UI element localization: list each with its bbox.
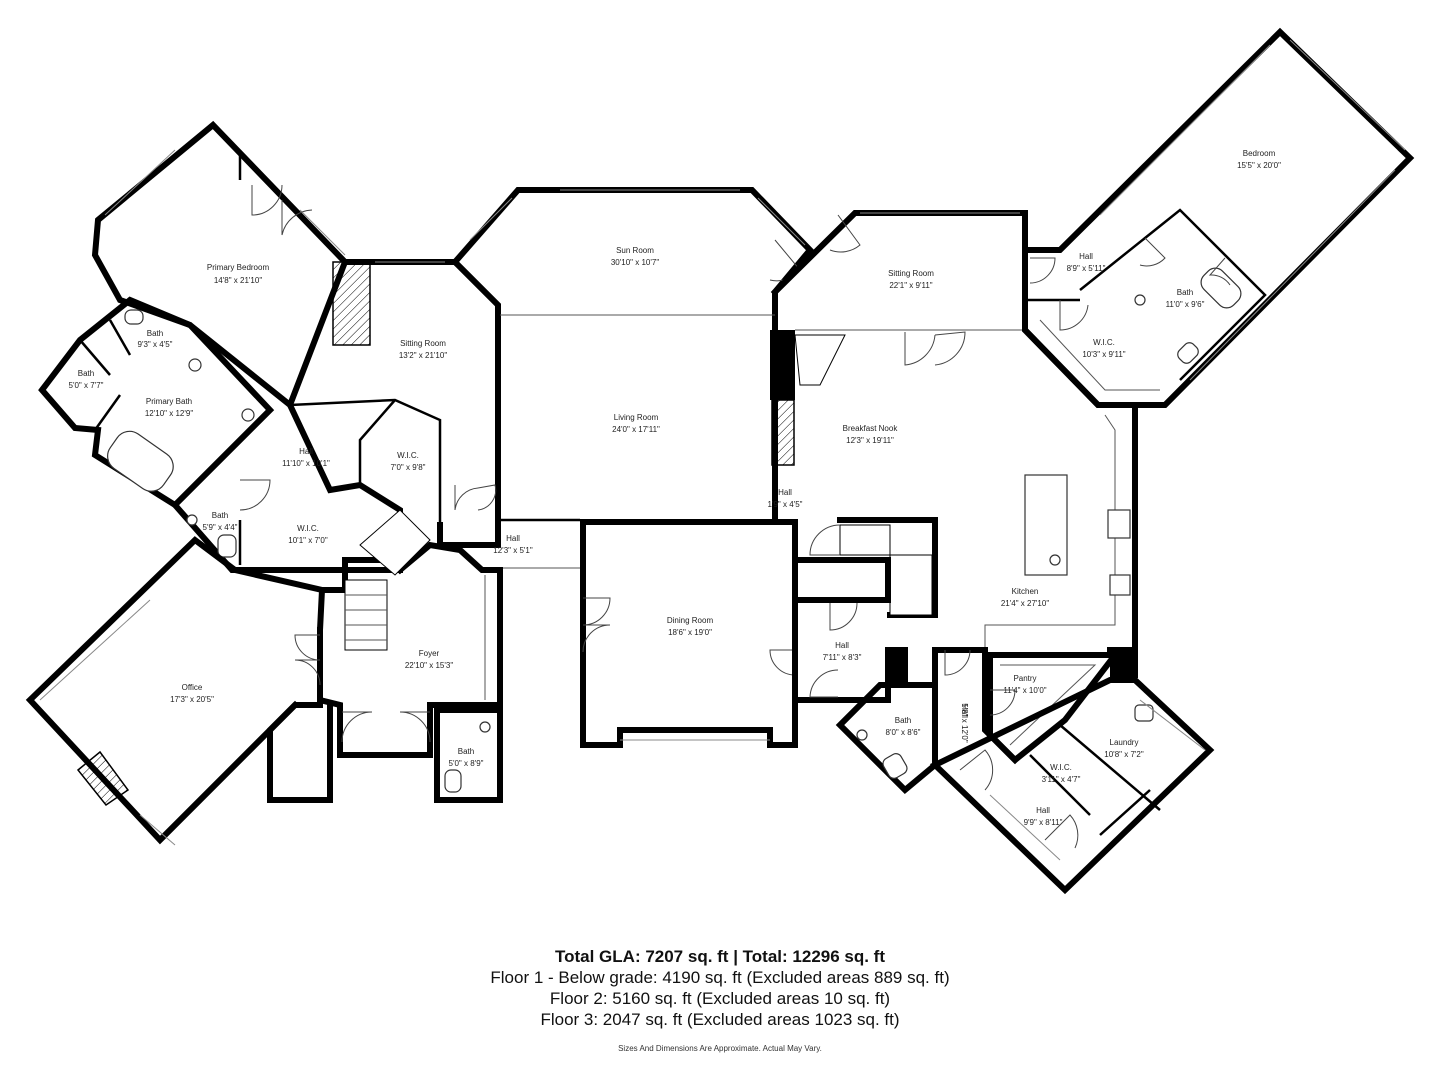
room-name: Hall (299, 447, 313, 456)
foyer-block (267, 509, 503, 803)
pantry-block (932, 647, 1138, 765)
room-name: Primary Bath (146, 397, 192, 406)
room-name: Bath (895, 716, 911, 725)
room-name: Bath (147, 329, 163, 338)
room-name: W.I.C. (297, 524, 319, 533)
area-summary: Total GLA: 7207 sq. ft | Total: 12296 sq… (0, 946, 1440, 1053)
room-name: Bath (78, 369, 94, 378)
room-dimension: 11'4" x 10'0" (1003, 686, 1046, 695)
east-block (770, 210, 1138, 653)
room-dimension: 21'4" x 27'10" (1001, 599, 1049, 608)
room-dimension: 5'8" x 12'0" (960, 703, 969, 743)
office-wing (25, 536, 326, 846)
room-dimension: 17'3" x 20'5" (170, 695, 214, 704)
room-dimension: 1'9" x 4'5" (768, 500, 803, 509)
floor-plan: Primary Bedroom 14'8" x 21'10" Sitting R… (25, 27, 1415, 895)
ne-bedroom-wing (1022, 27, 1415, 408)
room-dimension: 12'3" x 19'11" (846, 436, 894, 445)
room-dimension: 5'9" x 4'4" (203, 523, 238, 532)
room-name: Sitting Room (888, 269, 934, 278)
room-dimension: 10'3" x 9'11" (1082, 350, 1125, 359)
room-dimension: 8'0" x 8'6" (886, 728, 921, 737)
sitting-room-west-walls (289, 259, 501, 525)
room-dimension: 14'8" x 21'10" (214, 276, 262, 285)
room-name: Sitting Room (400, 339, 446, 348)
laundry-block (929, 677, 1215, 895)
total-area: Total GLA: 7207 sq. ft | Total: 12296 sq… (554, 947, 886, 966)
room-name: Pantry (1013, 674, 1036, 683)
kitchen-hall-block (792, 597, 938, 795)
room-dimension: 3'11" x 4'7" (1042, 775, 1081, 784)
room-name: Office (182, 683, 203, 692)
room-dimension: 5'0" x 8'9" (449, 759, 484, 768)
room-name: Primary Bedroom (207, 263, 270, 272)
room-dimension: 22'10" x 15'3" (405, 661, 453, 670)
room-name: Hall (835, 641, 849, 650)
primary-bath-area (38, 296, 275, 509)
disclaimer: Sizes And Dimensions Are Approximate. Ac… (618, 1044, 822, 1053)
room-dimension: 7'11" x 8'3" (823, 653, 862, 662)
room-dimension: 7'0" x 9'8" (391, 463, 426, 472)
room-name: W.I.C. (1050, 763, 1072, 772)
room-dimension: 5'0" x 7'7" (69, 381, 104, 390)
primary-bedroom-wing (91, 120, 349, 410)
room-name: Living Room (614, 413, 659, 422)
room-labels: Primary Bedroom 14'8" x 21'10" Sitting R… (69, 149, 1282, 827)
room-name: Bath (458, 747, 474, 756)
room-dimension: 11'0" x 9'6" (1166, 300, 1205, 309)
floor-1-area: Floor 1 - Below grade: 4190 sq. ft (Excl… (490, 968, 950, 987)
room-name: Hall (1079, 252, 1093, 261)
room-name: Laundry (1110, 738, 1139, 747)
room-dimension: 11'10" x 10'1" (282, 459, 330, 468)
room-name: Hall (1036, 806, 1050, 815)
room-dimension: 18'6" x 19'0" (668, 628, 712, 637)
room-name: Bath (212, 511, 228, 520)
room-name: Sun Room (616, 246, 654, 255)
room-dimension: 9'3" x 4'5" (138, 340, 173, 349)
floor-2-area: Floor 2: 5160 sq. ft (Excluded areas 10 … (549, 989, 891, 1008)
room-dimension: 8'9" x 5'11" (1067, 264, 1106, 273)
room-name: Breakfast Nook (843, 424, 899, 433)
room-name: Foyer (419, 649, 440, 658)
room-dimension: 10'8" x 7'2" (1104, 750, 1144, 759)
room-dimension: 24'0" x 17'11" (612, 425, 660, 434)
central-block (437, 187, 815, 748)
room-dimension: 12'3" x 5'1" (493, 546, 533, 555)
room-name: Bedroom (1243, 149, 1276, 158)
room-dimension: 15'5" x 20'0" (1237, 161, 1281, 170)
room-name: W.I.C. (1093, 338, 1115, 347)
room-name: Hall (960, 704, 969, 718)
room-dimension: 12'10" x 12'9" (145, 409, 193, 418)
room-dimension: 9'9" x 8'11" (1024, 818, 1063, 827)
room-name: Bath (1177, 288, 1193, 297)
room-dimension: 10'1" x 7'0" (288, 536, 328, 545)
floor-3-area: Floor 3: 2047 sq. ft (Excluded areas 102… (540, 1010, 900, 1029)
staircase-west (344, 509, 431, 651)
room-name: Dining Room (667, 616, 714, 625)
room-dimension: 22'1" x 9'11" (889, 281, 932, 290)
room-name: Hall (778, 488, 792, 497)
room-name: Kitchen (1012, 587, 1039, 596)
room-dimension: 13'2" x 21'10" (399, 351, 447, 360)
room-name: Hall (506, 534, 520, 543)
room-dimension: 30'10" x 10'7" (611, 258, 659, 267)
room-name: W.I.C. (397, 451, 419, 460)
